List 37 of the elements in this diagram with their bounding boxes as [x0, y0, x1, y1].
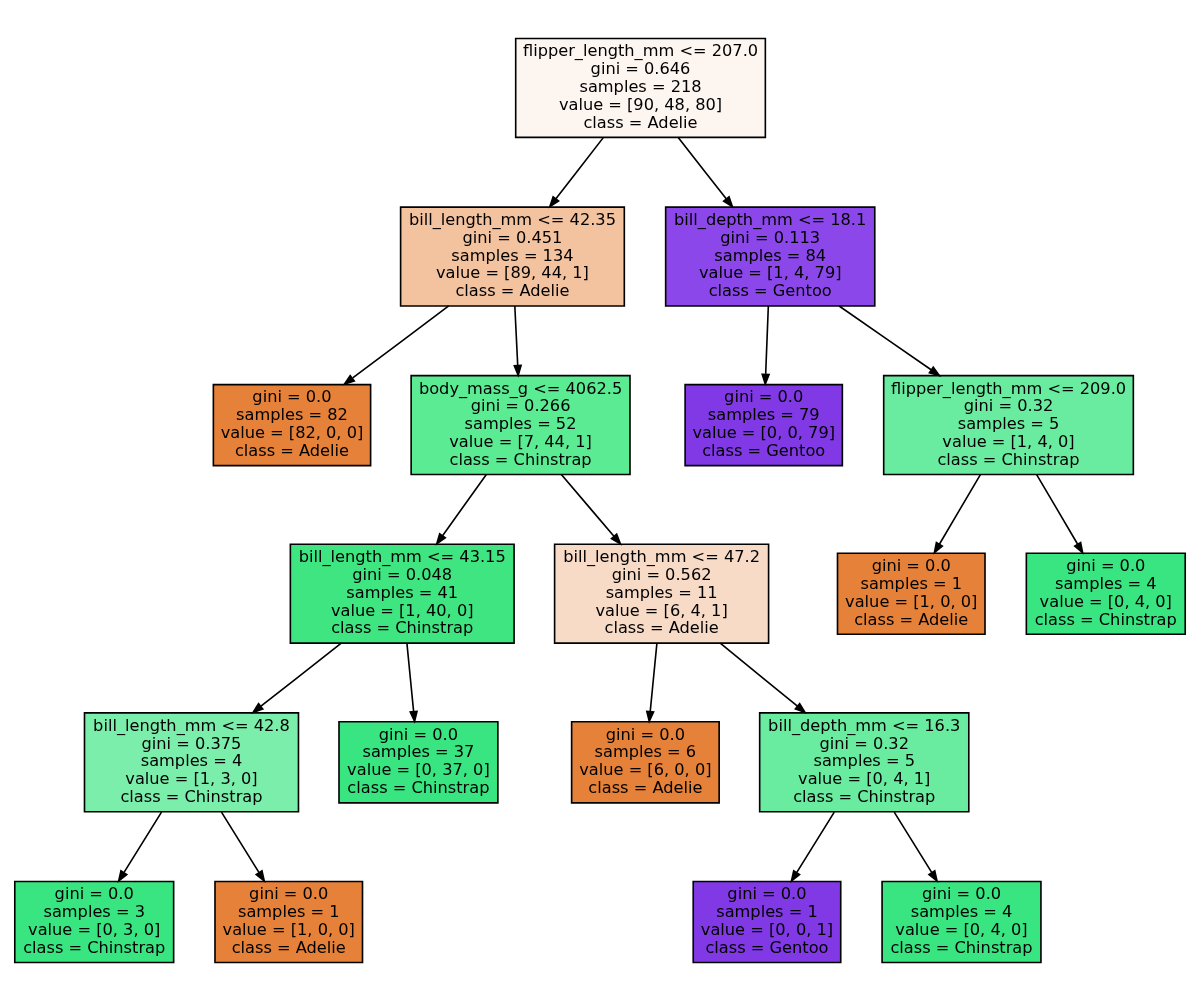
node-box: bill_length_mm <= 47.2 gini = 0.562 samples = 11 value = [6, 4, 1] class = Adelie [553, 542, 770, 644]
arrow [117, 810, 163, 883]
arrow [342, 304, 450, 386]
node-box: bill_length_mm <= 43.15 gini = 0.048 samples = 41 value = [1, 40, 0] class = Chinstrap [289, 542, 515, 644]
arrow [406, 641, 419, 724]
node-box: flipper_length_mm <= 209.0 gini = 0.32 samples = 5 value = [1, 4, 0] class = Chinstrap [882, 374, 1135, 475]
node-box: gini = 0.0 samples = 3 value = [0, 3, 0] class = Chinstrap [13, 880, 175, 963]
arrow [761, 304, 771, 387]
node-box: gini = 0.0 samples = 1 value = [1, 0, 0] class = Adelie [214, 880, 364, 963]
arrow [1035, 473, 1084, 555]
node-box: flipper_length_mm <= 207.0 gini = 0.646 samples = 218 value = [90, 48, 80] class = Adelie [514, 37, 767, 138]
arrow [251, 641, 343, 714]
node-box: gini = 0.0 samples = 1 value = [1, 0, 0] class = Adelie [836, 551, 986, 635]
arrow [513, 304, 523, 378]
arrow [548, 136, 605, 209]
arrow [435, 473, 488, 546]
node-box: bill_length_mm <= 42.8 gini = 0.375 samples = 4 value = [1, 3, 0] class = Chinstrap [83, 711, 300, 813]
arrow [719, 641, 807, 714]
arrow [677, 136, 734, 209]
arrow [893, 810, 939, 883]
node-box: bill_length_mm <= 42.35 gini = 0.451 samples = 134 value = [89, 44, 1] class = Adelie [399, 205, 626, 307]
arrow [838, 304, 942, 377]
node-box: gini = 0.0 samples = 79 value = [0, 0, 79] class = Gentoo [684, 383, 844, 466]
node-box: gini = 0.0 samples = 4 value = [0, 4, 0] class = Chinstrap [1025, 551, 1187, 635]
arrow [220, 810, 266, 883]
arrow [560, 473, 622, 546]
node-box: bill_depth_mm <= 18.1 gini = 0.113 samples = 84 value = [1, 4, 79] class = Gentoo [664, 205, 876, 307]
node-box: gini = 0.0 samples = 4 value = [0, 4, 0] class = Chinstrap [881, 880, 1042, 963]
arrow [933, 473, 982, 555]
node-box: gini = 0.0 samples = 37 value = [0, 37, 0] class = Chinstrap [338, 720, 499, 804]
node-box: gini = 0.0 samples = 82 value = [82, 0, 0] class = Adelie [212, 383, 372, 466]
arrow [645, 641, 658, 724]
node-box: gini = 0.0 samples = 1 value = [0, 0, 1] class = Gentoo [692, 880, 842, 963]
node-box: gini = 0.0 samples = 6 value = [6, 0, 0] class = Adelie [570, 720, 720, 804]
node-box: body_mass_g <= 4062.5 gini = 0.266 samples = 52 value = [7, 44, 1] class = Chinstrap [410, 374, 631, 475]
arrow [790, 810, 836, 883]
node-box: bill_depth_mm <= 16.3 gini = 0.32 samples = 5 value = [0, 4, 1] class = Chinstrap [758, 711, 970, 813]
